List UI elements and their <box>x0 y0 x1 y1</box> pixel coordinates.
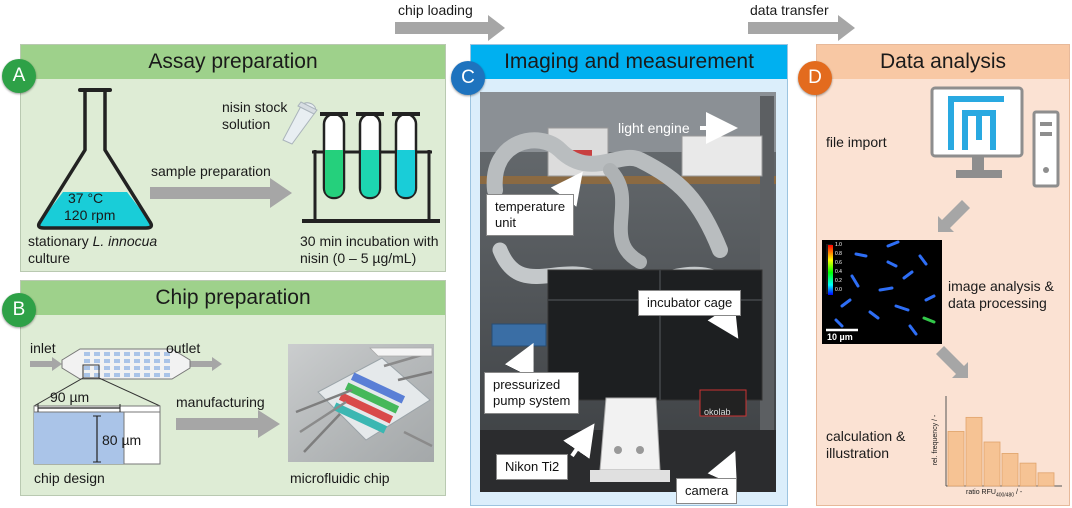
chip-design-label: chip design <box>34 470 105 486</box>
culture-species: L. innocua <box>92 233 158 249</box>
pump-line1: pressurized <box>493 377 561 392</box>
sample-prep-label: sample preparation <box>151 163 271 179</box>
flask-temperature: 37 °C <box>68 190 104 206</box>
badge-d: D <box>798 61 832 95</box>
outlet-label: outlet <box>166 340 201 356</box>
colorbar-tick-2: 0.8 <box>835 251 842 257</box>
camera-callout: camera <box>676 478 738 504</box>
histogram-bar <box>1001 453 1019 487</box>
analysis-arrow-2 <box>936 346 968 378</box>
temperature-unit-line1: temperature <box>495 199 566 214</box>
assay-title: Assay preparation <box>21 45 445 79</box>
badge-c: C <box>451 61 485 95</box>
temperature-unit-callout: temperature unit <box>486 194 575 236</box>
calculation-line2: illustration <box>826 445 890 461</box>
histogram-bar <box>983 441 1001 487</box>
test-tube-rack-icon <box>302 112 440 223</box>
histogram-xlabel: ratio RFU400/480 / - <box>966 488 1022 500</box>
pump-callout: pressurized pump system <box>484 372 580 414</box>
scale-bar-label: 10 µm <box>827 332 853 342</box>
computer-icon <box>930 86 1060 188</box>
badge-b: B <box>2 293 36 327</box>
analysis-arrow-1 <box>938 200 970 232</box>
chip-loading-label: chip loading <box>398 2 473 18</box>
chip-chambers <box>84 352 170 377</box>
light-engine-callout: light engine <box>618 120 690 136</box>
calculation-line1: calculation & <box>826 428 906 444</box>
data-transfer-arrow <box>748 15 855 41</box>
chip-loading-arrow <box>395 15 505 41</box>
analysis-title: Data analysis <box>817 45 1069 79</box>
histogram-bars <box>947 416 1055 487</box>
culture-line2: culture <box>28 250 71 266</box>
microfluidic-chip-photo <box>288 344 434 462</box>
nisin-stock-line2: solution <box>222 116 271 132</box>
colorbar-tick-3: 0.6 <box>835 260 842 266</box>
sample-prep-arrow <box>150 178 292 208</box>
data-transfer-label: data transfer <box>750 2 829 18</box>
microfluidic-chip-label: microfluidic chip <box>290 470 390 486</box>
histogram-xlabel-sub: 400/480 <box>995 492 1015 499</box>
flask-icon <box>36 88 154 230</box>
microscope-callout: Nikon Ti2 <box>496 454 569 480</box>
badge-a: A <box>2 59 36 93</box>
colorbar-tick-5: 0.2 <box>835 278 842 284</box>
inlet-label: inlet <box>30 340 56 356</box>
file-import-label: file import <box>826 134 887 150</box>
histogram-xlabel-tail: / - <box>1014 489 1023 496</box>
colorbar <box>828 245 833 295</box>
colorbar-tick-4: 0.4 <box>835 269 842 275</box>
imaging-title: Imaging and measurement <box>471 45 787 79</box>
histogram-bar <box>1037 472 1055 487</box>
chip-title: Chip preparation <box>21 281 445 315</box>
okolab-brand: okolab <box>704 407 731 417</box>
incubation-line2: nisin (0 – 5 µg/mL) <box>300 250 417 266</box>
manufacturing-arrow <box>176 410 280 438</box>
pump-line2: pump system <box>493 393 571 408</box>
temperature-unit-line2: unit <box>495 215 516 230</box>
incubation-line1: 30 min incubation with <box>300 233 439 249</box>
image-analysis-line1: image analysis & <box>948 278 1054 294</box>
histogram-xlabel-main: ratio RFU <box>966 489 996 496</box>
flask-rpm: 120 rpm <box>64 207 116 223</box>
incubator-cage-callout: incubator cage <box>638 290 742 316</box>
inlet-arrow <box>30 357 62 371</box>
colorbar-tick-1: 1.0 <box>835 242 842 248</box>
culture-line1: stationary L. innocua <box>28 233 157 249</box>
histogram-ylabel: rel. frequency / - <box>932 414 939 466</box>
pipette-tube-icon <box>282 101 318 145</box>
height-dimension: 80 µm <box>102 432 142 448</box>
colorbar-tick-6: 0.0 <box>835 287 842 293</box>
histogram-bar <box>1019 462 1037 487</box>
histogram-bar <box>947 431 965 487</box>
nisin-stock-line1: nisin stock <box>222 99 288 115</box>
manufacturing-label: manufacturing <box>176 394 265 410</box>
chip-outline <box>61 348 191 380</box>
image-analysis-line2: data processing <box>948 295 1047 311</box>
histogram-bar <box>965 416 983 487</box>
culture-prefix: stationary <box>28 233 93 249</box>
outlet-arrow <box>190 357 222 371</box>
width-dimension: 90 µm <box>50 389 90 405</box>
